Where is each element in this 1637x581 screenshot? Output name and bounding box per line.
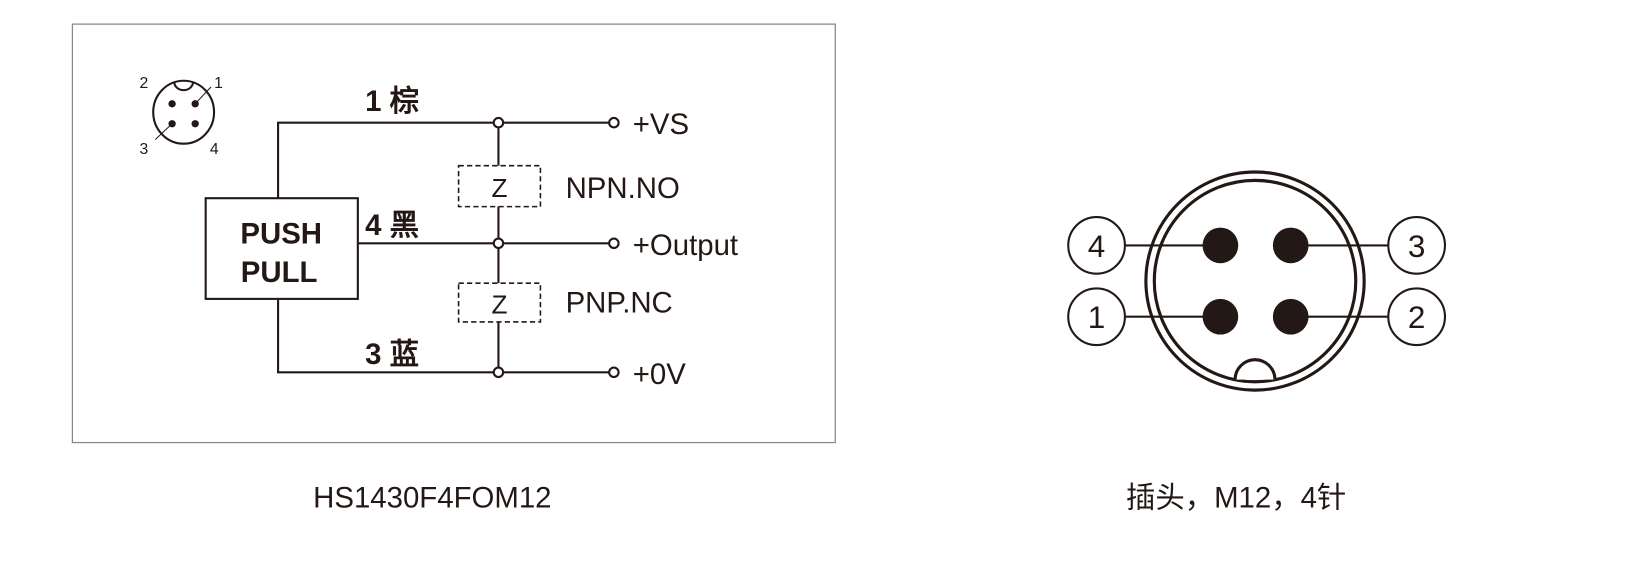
pin-label-3: 3 — [1408, 229, 1426, 264]
pnp-label: PNP.NC — [566, 287, 673, 320]
terminal-output: +Output — [633, 229, 738, 262]
terminal-0v: +0V — [633, 358, 686, 391]
wire-blue-label: 3 蓝 — [365, 338, 419, 371]
connector-caption: 插头，M12，4针 — [1126, 482, 1346, 515]
wire-brown-label: 1 棕 — [365, 85, 419, 118]
npn-label: NPN.NO — [566, 172, 680, 205]
pin-label-2: 2 — [1408, 300, 1426, 335]
wiring-caption: HS1430F4FOM12 — [313, 482, 551, 515]
npn-load-z: Z — [491, 173, 507, 203]
block-line1: PUSH — [240, 217, 322, 250]
wire-black-label: 4 黑 — [365, 209, 419, 242]
mini-pin-4: 4 — [210, 141, 219, 158]
pnp-load-box — [457, 282, 542, 323]
mini-pin-3: 3 — [140, 141, 149, 158]
pnp-load-z: Z — [491, 290, 507, 320]
wires — [277, 116, 620, 379]
push-pull-block — [204, 197, 359, 300]
mini-pin-1: 1 — [214, 75, 223, 92]
terminal-vs: +VS — [633, 108, 689, 141]
npn-load-box — [457, 164, 542, 208]
mini-connector-icon: 1 2 3 4 — [140, 75, 223, 158]
schematic-frame — [71, 23, 836, 444]
mini-pin-2: 2 — [140, 75, 149, 92]
pin-label-4: 4 — [1088, 229, 1106, 264]
pin-label-1: 1 — [1088, 300, 1106, 335]
m12-connector-face — [1067, 170, 1447, 392]
block-line2: PULL — [241, 256, 318, 289]
